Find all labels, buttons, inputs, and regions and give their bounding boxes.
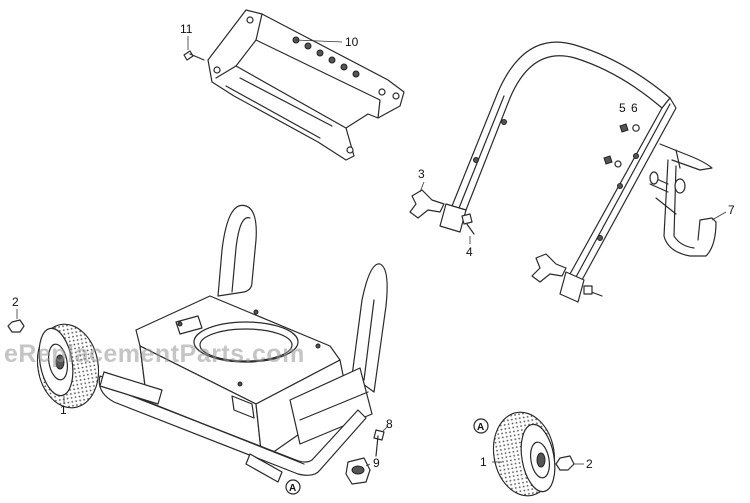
connector-a-wheel: A	[473, 418, 489, 434]
wheel-left	[36, 323, 100, 409]
handle-assembly	[439, 41, 677, 303]
callout-11: 11	[180, 22, 193, 36]
control-panel-bracket	[207, 9, 405, 161]
foot-screw	[373, 429, 385, 457]
rubber-foot	[345, 457, 371, 485]
callout-3: 3	[418, 167, 425, 181]
callout-8: 8	[386, 417, 393, 431]
callout-10: 10	[345, 35, 359, 49]
nut-part-5	[603, 123, 629, 165]
handle-bolt-lower	[583, 285, 603, 297]
connector-a-bottom: A	[285, 479, 301, 495]
callout-4: 4	[466, 245, 473, 259]
callout-2-right: 2	[586, 457, 593, 471]
screw-part-11	[183, 50, 205, 61]
hose-hook	[649, 143, 717, 257]
wheel-nut-right	[555, 455, 575, 471]
callout-9: 9	[373, 456, 380, 470]
wheel-right	[492, 411, 556, 497]
callout-6: 6	[631, 101, 638, 115]
handle-knob-right	[531, 253, 567, 283]
frame-base	[98, 204, 388, 483]
connector-a-bottom-label: A	[289, 483, 296, 494]
wheel-nut-left	[7, 319, 25, 333]
callout-5: 5	[619, 101, 626, 115]
callout-2-left: 2	[12, 295, 19, 309]
handle-knob-left	[409, 189, 445, 219]
callout-7: 7	[728, 203, 735, 217]
watermark: eReplacementParts.com	[4, 340, 305, 368]
callout-1-right: 1	[480, 455, 487, 469]
connector-a-wheel-label: A	[477, 422, 484, 433]
washer-part-6	[614, 124, 640, 168]
handle-bolt	[461, 213, 475, 235]
callout-1-left: 1	[60, 403, 67, 417]
